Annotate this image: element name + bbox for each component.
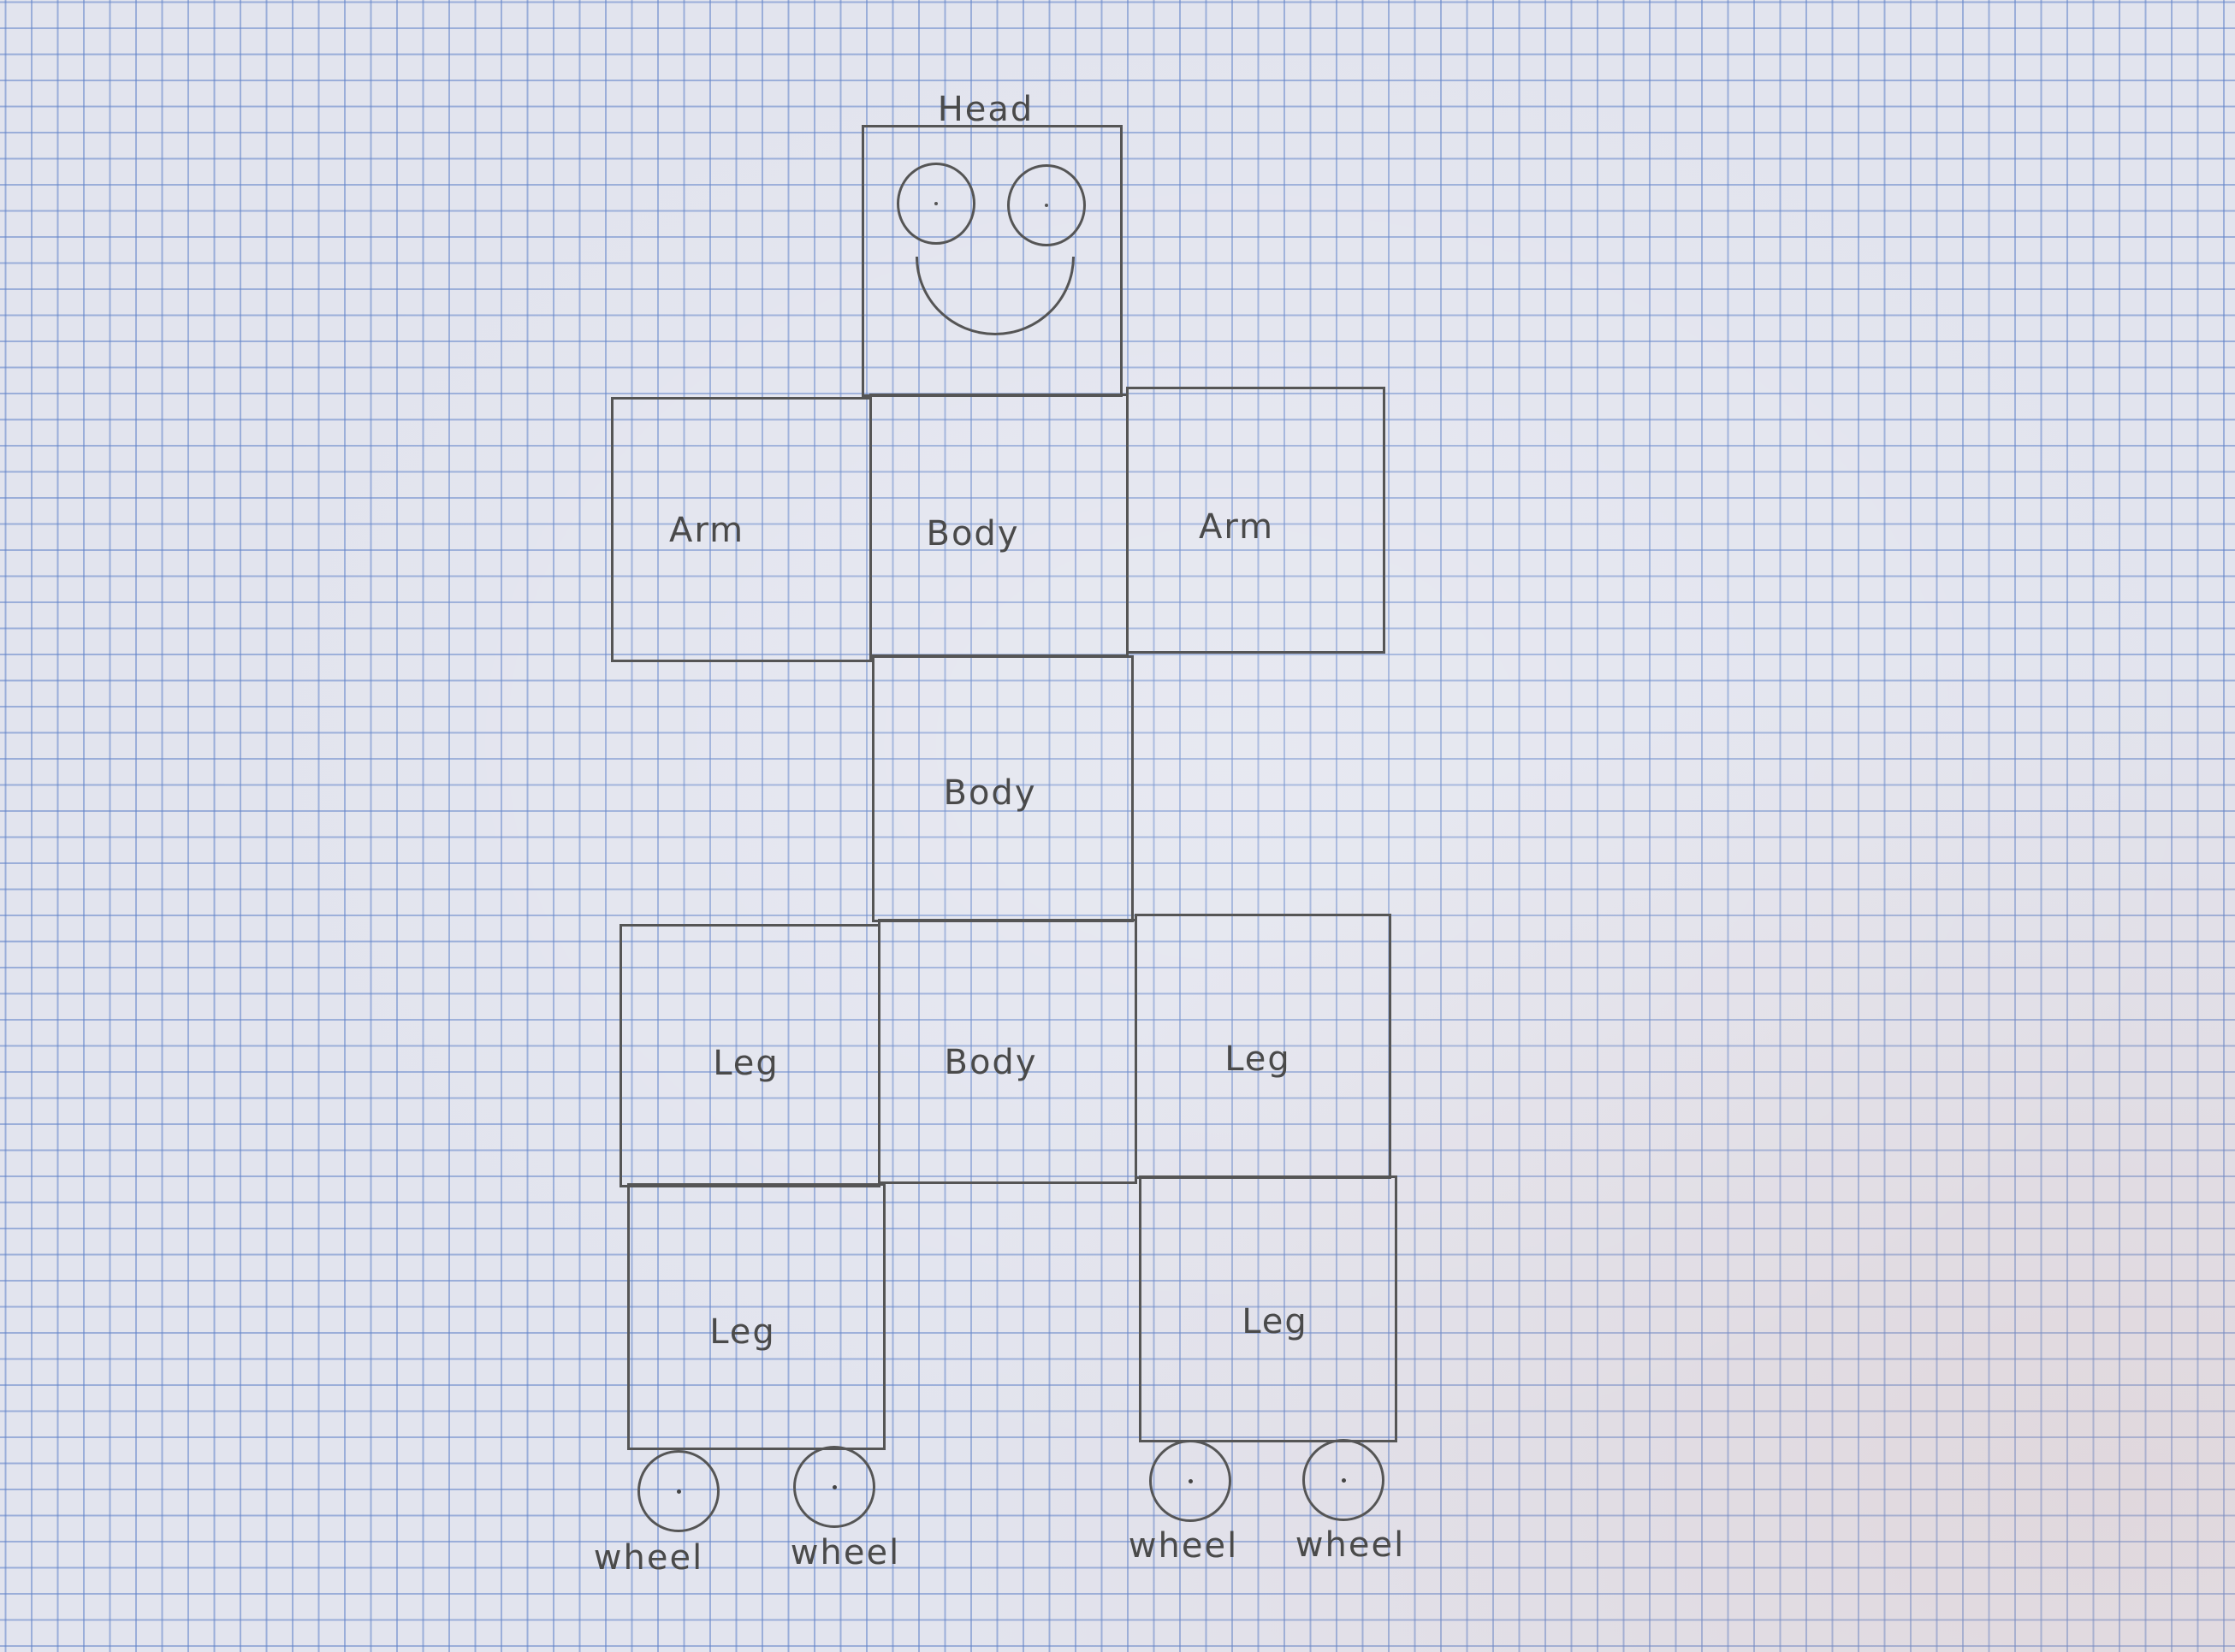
- wheel-1-label: wheel: [593, 1538, 704, 1578]
- leg-lower-right-square: [1139, 1175, 1397, 1442]
- wheel-2: [793, 1446, 875, 1528]
- arm-right-label: Arm: [1198, 507, 1275, 547]
- left-eye: [897, 163, 975, 245]
- wheel-2-label: wheel: [790, 1533, 901, 1572]
- leg-lower-left-square: [627, 1183, 886, 1450]
- wheel-1: [637, 1450, 720, 1532]
- right-eye: [1007, 164, 1086, 246]
- wheel-3: [1149, 1440, 1231, 1522]
- wheel-3-label: wheel: [1128, 1526, 1239, 1566]
- body-bottom-label: Body: [944, 1043, 1038, 1082]
- leg-upper-left-label: Leg: [713, 1044, 780, 1083]
- arm-right-square: [1126, 387, 1385, 654]
- leg-lower-left-label: Leg: [709, 1312, 776, 1352]
- leg-lower-right-label: Leg: [1242, 1302, 1308, 1341]
- body-middle-label: Body: [943, 773, 1037, 813]
- wheel-4-label: wheel: [1295, 1525, 1406, 1565]
- head-label: Head: [937, 90, 1035, 129]
- wheel-4: [1302, 1439, 1384, 1521]
- arm-left-label: Arm: [668, 511, 745, 550]
- body-top-label: Body: [926, 514, 1020, 554]
- leg-upper-right-label: Leg: [1224, 1039, 1291, 1079]
